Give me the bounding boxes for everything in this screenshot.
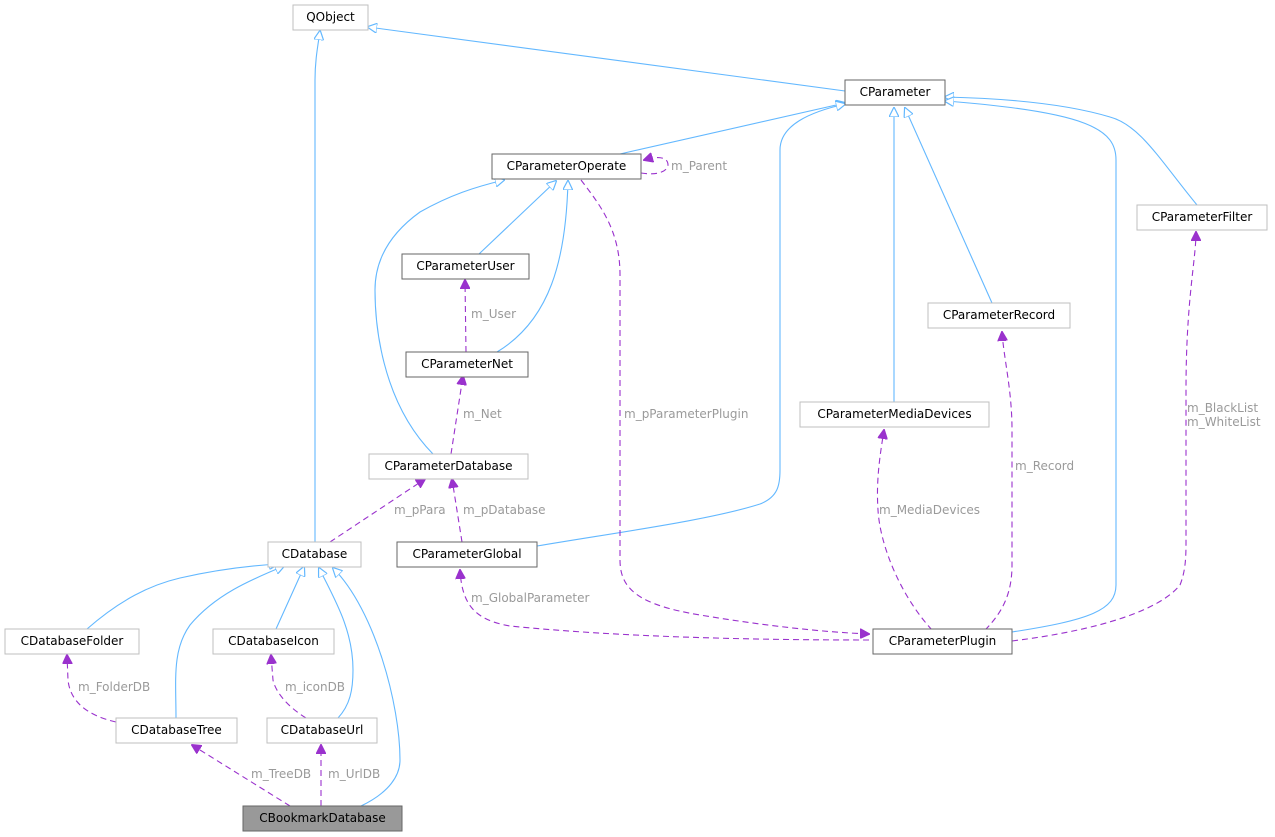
edge-cdatabase-to-qobject [315, 31, 320, 542]
node-qobject[interactable]: QObject [292, 4, 369, 31]
label-m-whitelist: m_WhiteList [1187, 415, 1261, 429]
svg-text:CDatabaseFolder: CDatabaseFolder [21, 634, 124, 648]
edge-m-mediadevices [876, 430, 933, 631]
node-cparameterglobal[interactable]: CParameterGlobal [396, 541, 538, 568]
edge-m-user [465, 280, 466, 353]
label-m-icondb: m_iconDB [285, 680, 345, 694]
label-m-treedb: m_TreeDB [251, 767, 311, 781]
svg-text:QObject: QObject [306, 10, 355, 24]
edge-cparameteroperate-to-cparameter [619, 103, 845, 155]
node-cdatabasetree[interactable]: CDatabaseTree [115, 717, 238, 744]
svg-text:CParameterNet: CParameterNet [421, 357, 513, 371]
node-cparameteruser[interactable]: CParameterUser [401, 253, 530, 280]
edge-m-globalparameter [460, 570, 870, 641]
edge-m-ppara [329, 479, 425, 543]
label-m-urldb: m_UrlDB [328, 767, 380, 781]
edge-cparameternet-to-cparameteroperate [496, 181, 568, 353]
svg-text:CDatabase: CDatabase [282, 547, 348, 561]
label-m-mediadevices: m_MediaDevices [879, 503, 980, 517]
edge-cparameterplugin-to-cparameter [945, 101, 1117, 633]
edge-m-icondb [271, 655, 307, 719]
edge-cparameterdatabase-to-cparameteroperate [374, 180, 504, 455]
label-m-globalparameter: m_GlobalParameter [471, 591, 589, 605]
node-cbookmarkdatabase[interactable]: CBookmarkDatabase [242, 805, 403, 832]
svg-text:CParameterDatabase: CParameterDatabase [384, 459, 512, 473]
node-cparameterplugin[interactable]: CParameterPlugin [872, 628, 1013, 655]
edge-m-pparameterplugin [580, 179, 869, 634]
svg-text:CParameterFilter: CParameterFilter [1152, 210, 1253, 224]
label-m-folderdb: m_FolderDB [78, 680, 150, 694]
svg-text:CParameterPlugin: CParameterPlugin [889, 634, 997, 648]
edge-cparameteruser-to-cparameteroperate [478, 181, 556, 255]
node-cdatabase[interactable]: CDatabase [267, 541, 362, 568]
node-cdatabasefolder[interactable]: CDatabaseFolder [4, 628, 140, 655]
svg-text:CParameterOperate: CParameterOperate [507, 159, 627, 173]
label-m-user: m_User [471, 307, 516, 321]
label-m-blacklist: m_BlackList [1187, 401, 1258, 415]
node-cparameterrecord[interactable]: CParameterRecord [927, 302, 1071, 329]
label-m-record: m_Record [1015, 459, 1074, 473]
edge-m-blacklist-whitelist [1011, 232, 1196, 642]
node-cdatabaseurl[interactable]: CDatabaseUrl [266, 717, 378, 744]
node-cparameteroperate[interactable]: CParameterOperate [491, 153, 642, 180]
label-m-pdatabase: m_pDatabase [463, 503, 546, 517]
edge-m-parent [640, 158, 669, 175]
node-cparameter[interactable]: CParameter [844, 79, 946, 106]
edge-cparameterrecord-to-cparameter [905, 108, 993, 304]
edge-cbookmarkdatabase-to-cdatabase [333, 568, 401, 807]
svg-text:CDatabaseUrl: CDatabaseUrl [281, 723, 364, 737]
svg-text:CParameterGlobal: CParameterGlobal [412, 547, 521, 561]
node-cparameterfilter[interactable]: CParameterFilter [1136, 204, 1268, 231]
svg-text:CParameterUser: CParameterUser [416, 259, 514, 273]
edge-m-net [450, 376, 463, 455]
edge-cparameter-to-qobject [368, 27, 846, 92]
label-m-net: m_Net [463, 407, 502, 421]
svg-text:CDatabaseTree: CDatabaseTree [131, 723, 222, 737]
edge-cdatabaseicon-to-cdatabase [275, 567, 304, 630]
node-cparameternet[interactable]: CParameterNet [405, 351, 529, 378]
svg-text:CParameter: CParameter [860, 85, 931, 99]
label-m-parent: m_Parent [671, 159, 727, 173]
label-m-pparameterplugin: m_pParameterPlugin [624, 407, 748, 421]
edge-cdatabasetree-to-cdatabase [175, 566, 284, 719]
svg-text:CParameterMediaDevices: CParameterMediaDevices [817, 407, 971, 421]
svg-text:CParameterRecord: CParameterRecord [943, 308, 1055, 322]
svg-text:CDatabaseIcon: CDatabaseIcon [228, 634, 319, 648]
node-cdatabaseicon[interactable]: CDatabaseIcon [212, 628, 335, 655]
edge-m-pdatabase [452, 479, 463, 543]
edge-cparameterglobal-to-cparameter [536, 104, 845, 547]
svg-text:CBookmarkDatabase: CBookmarkDatabase [259, 811, 385, 825]
node-cparametermediadevices[interactable]: CParameterMediaDevices [799, 401, 990, 428]
node-cparameterdatabase[interactable]: CParameterDatabase [368, 453, 529, 480]
edge-cdatabaseurl-to-cdatabase [319, 568, 354, 719]
edge-cdatabasefolder-to-cdatabase [86, 564, 278, 630]
edge-cparameterfilter-to-cparameter [945, 97, 1198, 206]
edge-m-record [984, 332, 1013, 631]
edge-m-folderdb [67, 655, 117, 723]
label-m-ppara: m_pPara [394, 503, 446, 517]
